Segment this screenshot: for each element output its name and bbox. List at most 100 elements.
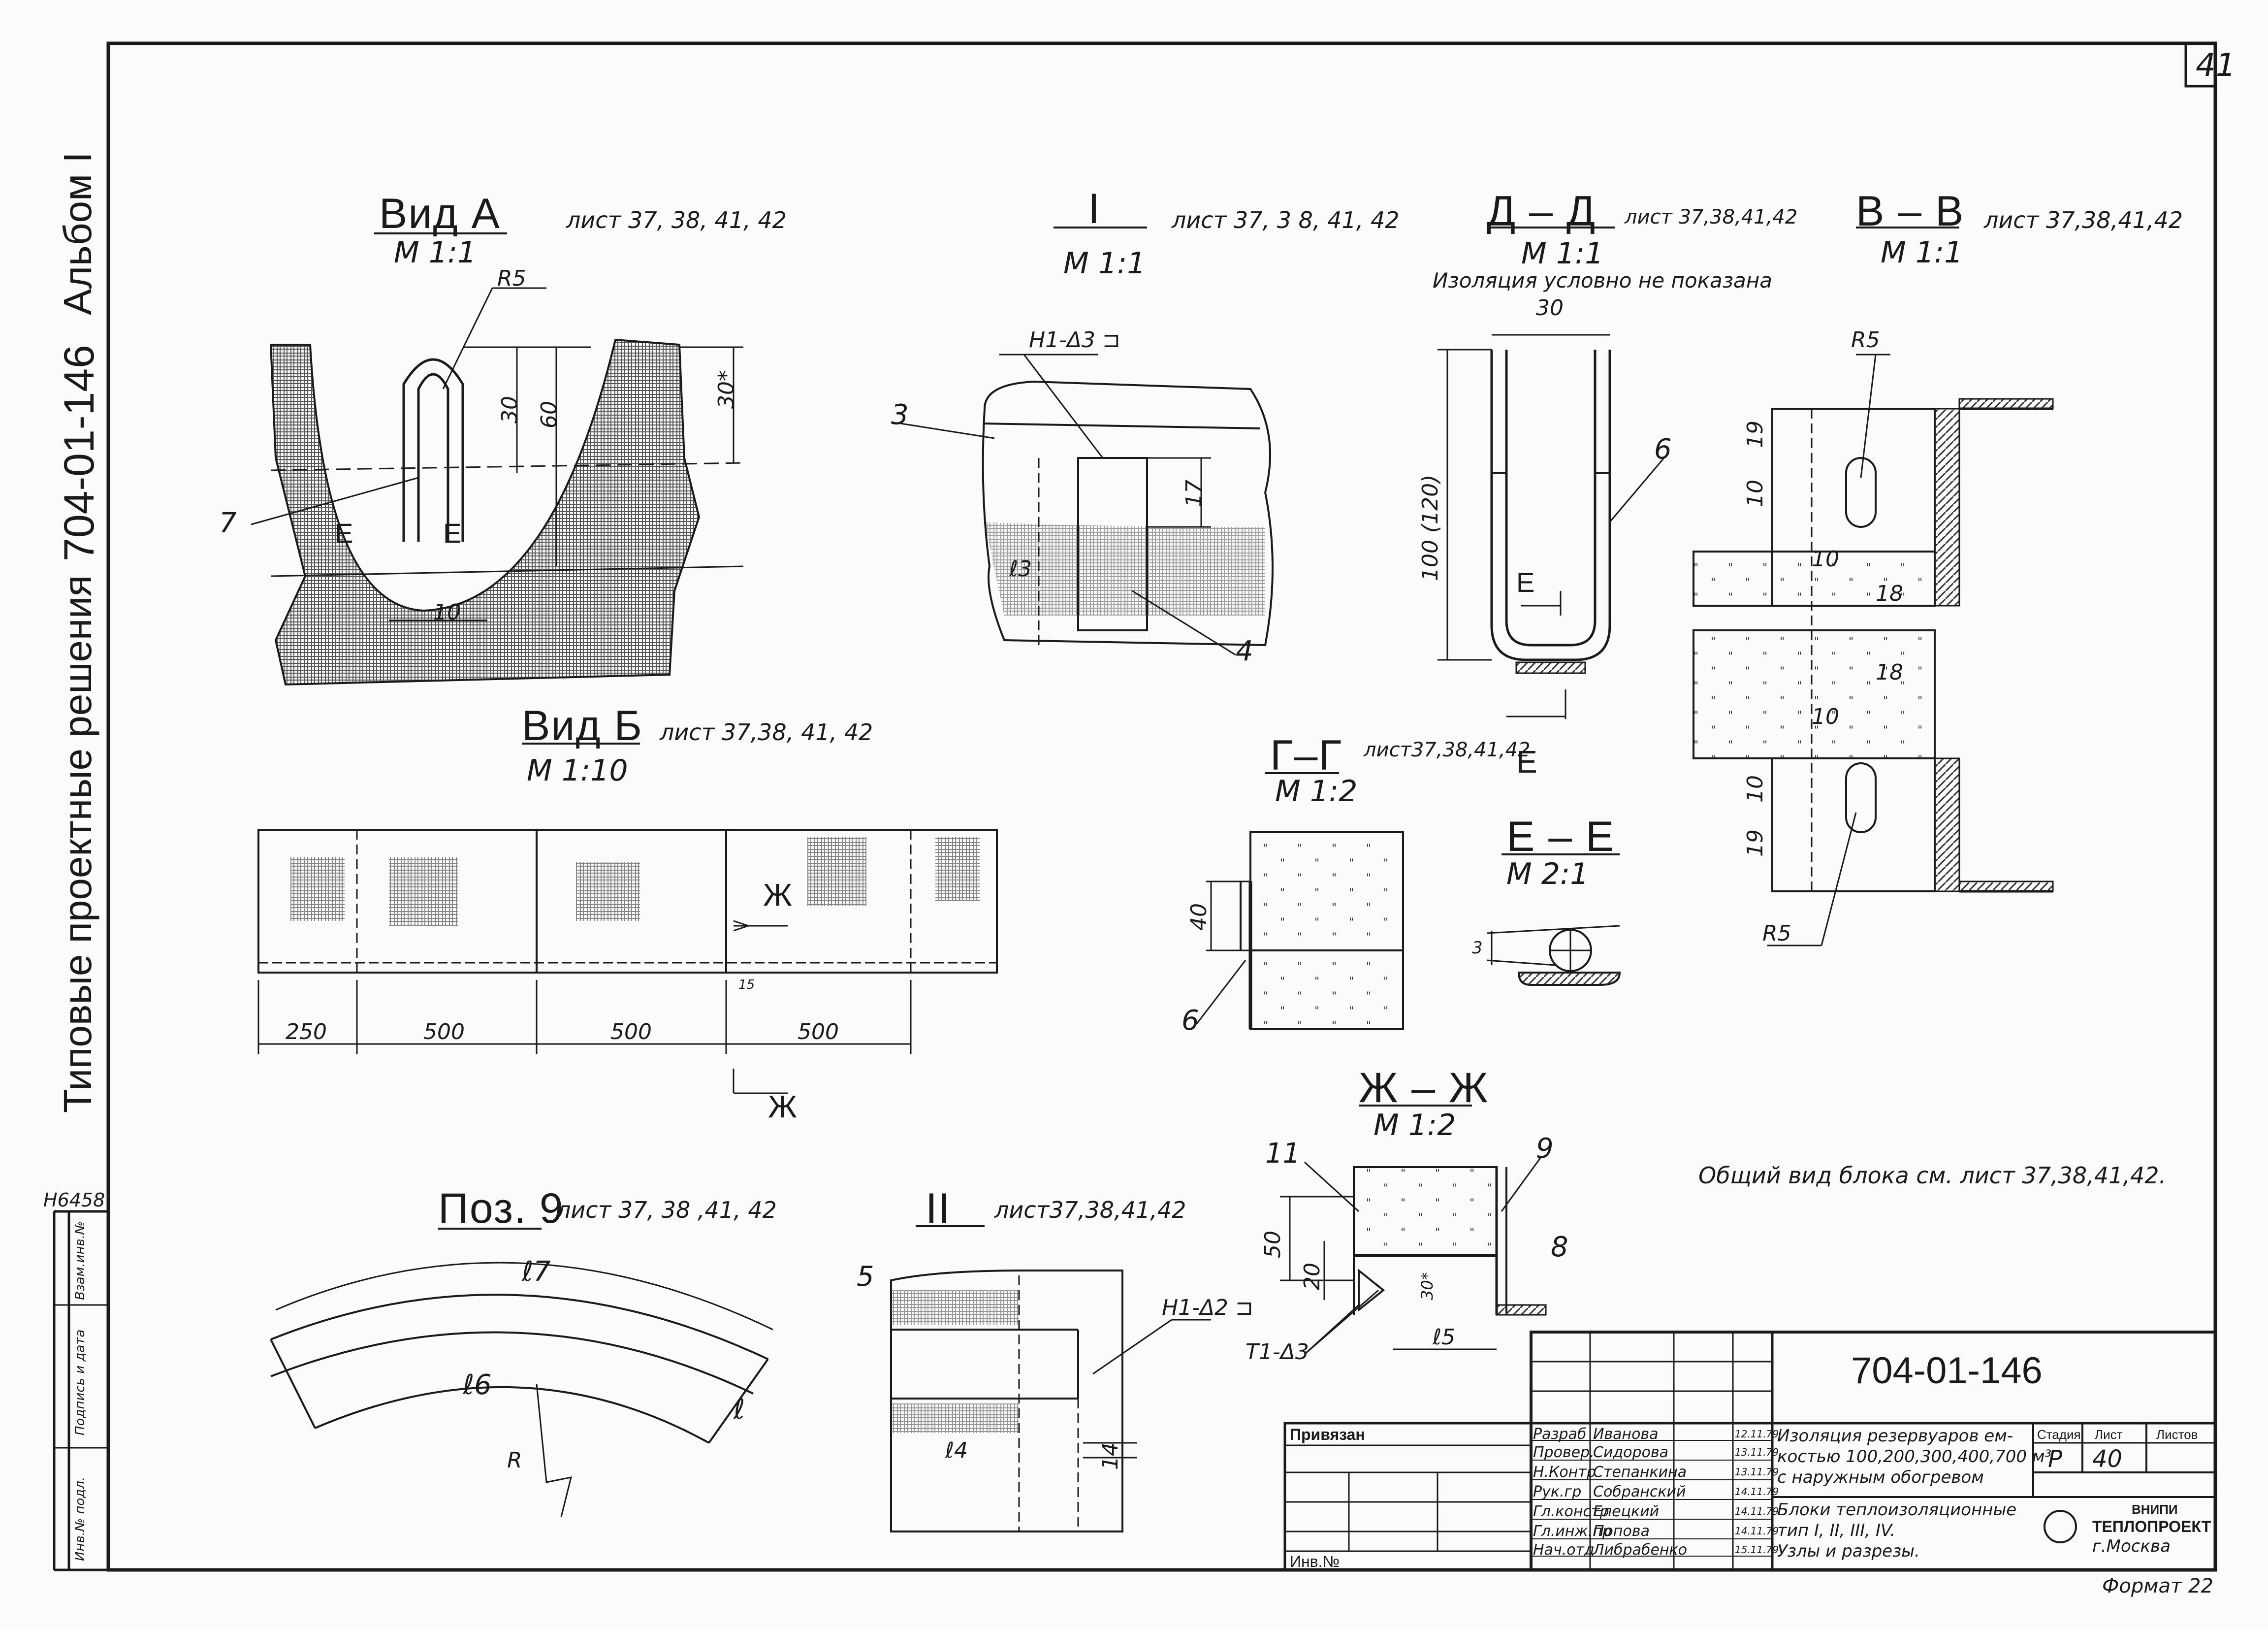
g-g-title: Г–Г bbox=[1270, 732, 1342, 779]
vid-a-d30: 30 bbox=[497, 396, 522, 424]
tb-date-6: 15.11.79 bbox=[1735, 1544, 1779, 1556]
poz9-ref: лист 37, 38 ,41, 42 bbox=[556, 1197, 777, 1223]
vid-a-e2: Е bbox=[443, 518, 462, 549]
view-i-pos4: 4 bbox=[1236, 635, 1253, 667]
tb-date-4: 14.11.79 bbox=[1735, 1505, 1779, 1517]
vid-a-title: Вид А bbox=[379, 190, 501, 237]
vid-a-d10: 10 bbox=[433, 600, 461, 625]
side-series-title: Типовые проектные решения bbox=[56, 575, 99, 1113]
side-album: Альбом I bbox=[56, 152, 99, 315]
zh-zh-scale: М 1:2 bbox=[1374, 1108, 1456, 1142]
v-v-d10c: 10 bbox=[1812, 704, 1839, 729]
tb-date-3: 14.11.79 bbox=[1735, 1486, 1779, 1498]
zh-zh-d20: 20 bbox=[1300, 1263, 1325, 1290]
view-ii-weld: Н1-Δ2 ⊐ bbox=[1162, 1295, 1253, 1320]
side-col-inv: Инв.№ подл. bbox=[73, 1476, 88, 1561]
view-i-scale: М 1:1 bbox=[1063, 246, 1146, 281]
sheet-format: Формат 22 bbox=[2102, 1575, 2213, 1597]
d-d-e: Е bbox=[1516, 567, 1535, 598]
tb-tied-label: Привязан bbox=[1290, 1426, 1365, 1443]
v-v-title: В – В bbox=[1856, 188, 1965, 235]
view-ii-ref: лист37,38,41,42 bbox=[994, 1197, 1186, 1223]
vid-a-ref: лист 37, 38, 41, 42 bbox=[566, 207, 787, 233]
tb-name-2: Степанкина bbox=[1593, 1464, 1687, 1481]
v-v-d10b: 10 bbox=[1812, 547, 1839, 572]
vid-b-title: Вид Б bbox=[522, 702, 643, 749]
vid-a-scale: М 1:1 bbox=[394, 235, 477, 270]
vid-b-dim-4: 500 bbox=[798, 1019, 839, 1044]
v-v-d10d: 10 bbox=[1743, 775, 1768, 803]
v-v-d19a: 19 bbox=[1743, 421, 1768, 448]
v-v-d10a: 10 bbox=[1743, 480, 1768, 507]
e-e-title: Е – Е bbox=[1506, 813, 1615, 860]
view-i-d17: 17 bbox=[1182, 480, 1207, 507]
vid-b-cut-top: Ж bbox=[763, 877, 793, 912]
tb-date-1: 13.11.79 bbox=[1735, 1446, 1779, 1458]
vid-b-dim-2: 500 bbox=[423, 1019, 465, 1044]
tb-role-6: Нач.отд bbox=[1533, 1541, 1595, 1559]
zh-zh-pos9: 9 bbox=[1536, 1133, 1554, 1165]
vid-a-d30s: 30* bbox=[714, 370, 739, 409]
g-g-e: Е bbox=[1516, 744, 1537, 780]
tb-name-6: Либрабенко bbox=[1593, 1541, 1688, 1559]
tb-stage-label: Стадия bbox=[2037, 1427, 2081, 1442]
tb-date-2: 13.11.79 bbox=[1735, 1466, 1779, 1478]
general-note: Общий вид блока см. лист 37,38,41,42. bbox=[1698, 1162, 2167, 1189]
tb-org-1: ВНИПИ bbox=[2132, 1502, 2178, 1517]
vid-a-pos7: 7 bbox=[219, 507, 237, 539]
zh-zh-pos8: 8 bbox=[1551, 1231, 1568, 1263]
v-v-r-bot: R5 bbox=[1762, 921, 1791, 946]
poz9-l7: ℓ7 bbox=[522, 1256, 551, 1288]
tb-role-5: Гл.инж.пр bbox=[1533, 1523, 1612, 1540]
e-e-d3: 3 bbox=[1472, 938, 1483, 958]
g-g-d40: 40 bbox=[1186, 903, 1212, 931]
zh-zh-d30s: 30* bbox=[1418, 1272, 1437, 1300]
v-v-d18b: 18 bbox=[1876, 660, 1903, 685]
zh-zh-weld: Т1-Δ3 bbox=[1246, 1339, 1309, 1365]
view-i-title: I bbox=[1088, 185, 1101, 232]
tb-name-1: Сидорова bbox=[1593, 1444, 1669, 1461]
side-drawing-code: 704-01-146 bbox=[56, 345, 103, 561]
tb-name-0: Иванова bbox=[1593, 1426, 1659, 1443]
tb-role-4: Гл.констр bbox=[1533, 1503, 1609, 1520]
d-d-title: Д – Д bbox=[1487, 188, 1597, 235]
d-d-scale: М 1:1 bbox=[1521, 236, 1604, 271]
side-col-replace: Взам.инв.№ bbox=[73, 1221, 88, 1300]
tb-sheets-label: Листов bbox=[2156, 1427, 2198, 1442]
zh-zh-l5: ℓ5 bbox=[1433, 1325, 1456, 1350]
tb-role-3: Рук.гр bbox=[1533, 1483, 1582, 1500]
tb-role-1: Провер. bbox=[1533, 1444, 1595, 1461]
tb-drawing-code: 704-01-146 bbox=[1851, 1350, 2043, 1392]
poz9-r: R bbox=[507, 1448, 522, 1473]
view-i-weld: Н1-Δ3 ⊐ bbox=[1029, 327, 1120, 353]
d-d-ref: лист 37,38,41,42 bbox=[1625, 206, 1798, 228]
d-d-d100: 100 (120) bbox=[1418, 474, 1443, 581]
vid-a-r5: R5 bbox=[497, 266, 526, 291]
v-v-d19b: 19 bbox=[1743, 829, 1768, 857]
sheet-number: 41 bbox=[2196, 47, 2236, 84]
zh-zh-d50: 50 bbox=[1260, 1231, 1285, 1258]
v-v-scale: М 1:1 bbox=[1881, 235, 1963, 270]
tb-date-0: 12.11.79 bbox=[1735, 1428, 1779, 1440]
zh-zh-title: Ж – Ж bbox=[1359, 1064, 1489, 1111]
vid-b-ref: лист 37,38, 41, 42 bbox=[660, 719, 873, 746]
tb-sheet-value: 40 bbox=[2092, 1445, 2123, 1473]
tb-role-0: Разраб bbox=[1533, 1426, 1587, 1443]
vid-b-scale: М 1:10 bbox=[527, 753, 628, 788]
view-i-pos3: 3 bbox=[891, 399, 909, 431]
tb-description-1: Изоляция резервуаров ем- костью 100,200,… bbox=[1777, 1426, 2052, 1487]
poz9-l6: ℓ6 bbox=[463, 1369, 492, 1401]
d-d-pos6: 6 bbox=[1654, 433, 1672, 465]
tb-sheet-label: Лист bbox=[2095, 1427, 2123, 1442]
tb-name-5: Попова bbox=[1593, 1523, 1650, 1540]
tb-description-2: Блоки теплоизоляционные тип I, II, III, … bbox=[1777, 1500, 2017, 1561]
tb-name-4: Елецкий bbox=[1593, 1503, 1660, 1520]
view-i-l3: ℓ3 bbox=[1009, 556, 1032, 582]
view-i-ref: лист 37, 3 8, 41, 42 bbox=[1172, 207, 1400, 233]
vid-b-d15: 15 bbox=[738, 977, 755, 992]
tb-name-3: Собранский bbox=[1593, 1483, 1686, 1500]
side-col-sign: Подпись и дата bbox=[73, 1329, 88, 1435]
v-v-ref: лист 37,38,41,42 bbox=[1984, 207, 2183, 233]
g-g-scale: М 1:2 bbox=[1275, 774, 1358, 809]
